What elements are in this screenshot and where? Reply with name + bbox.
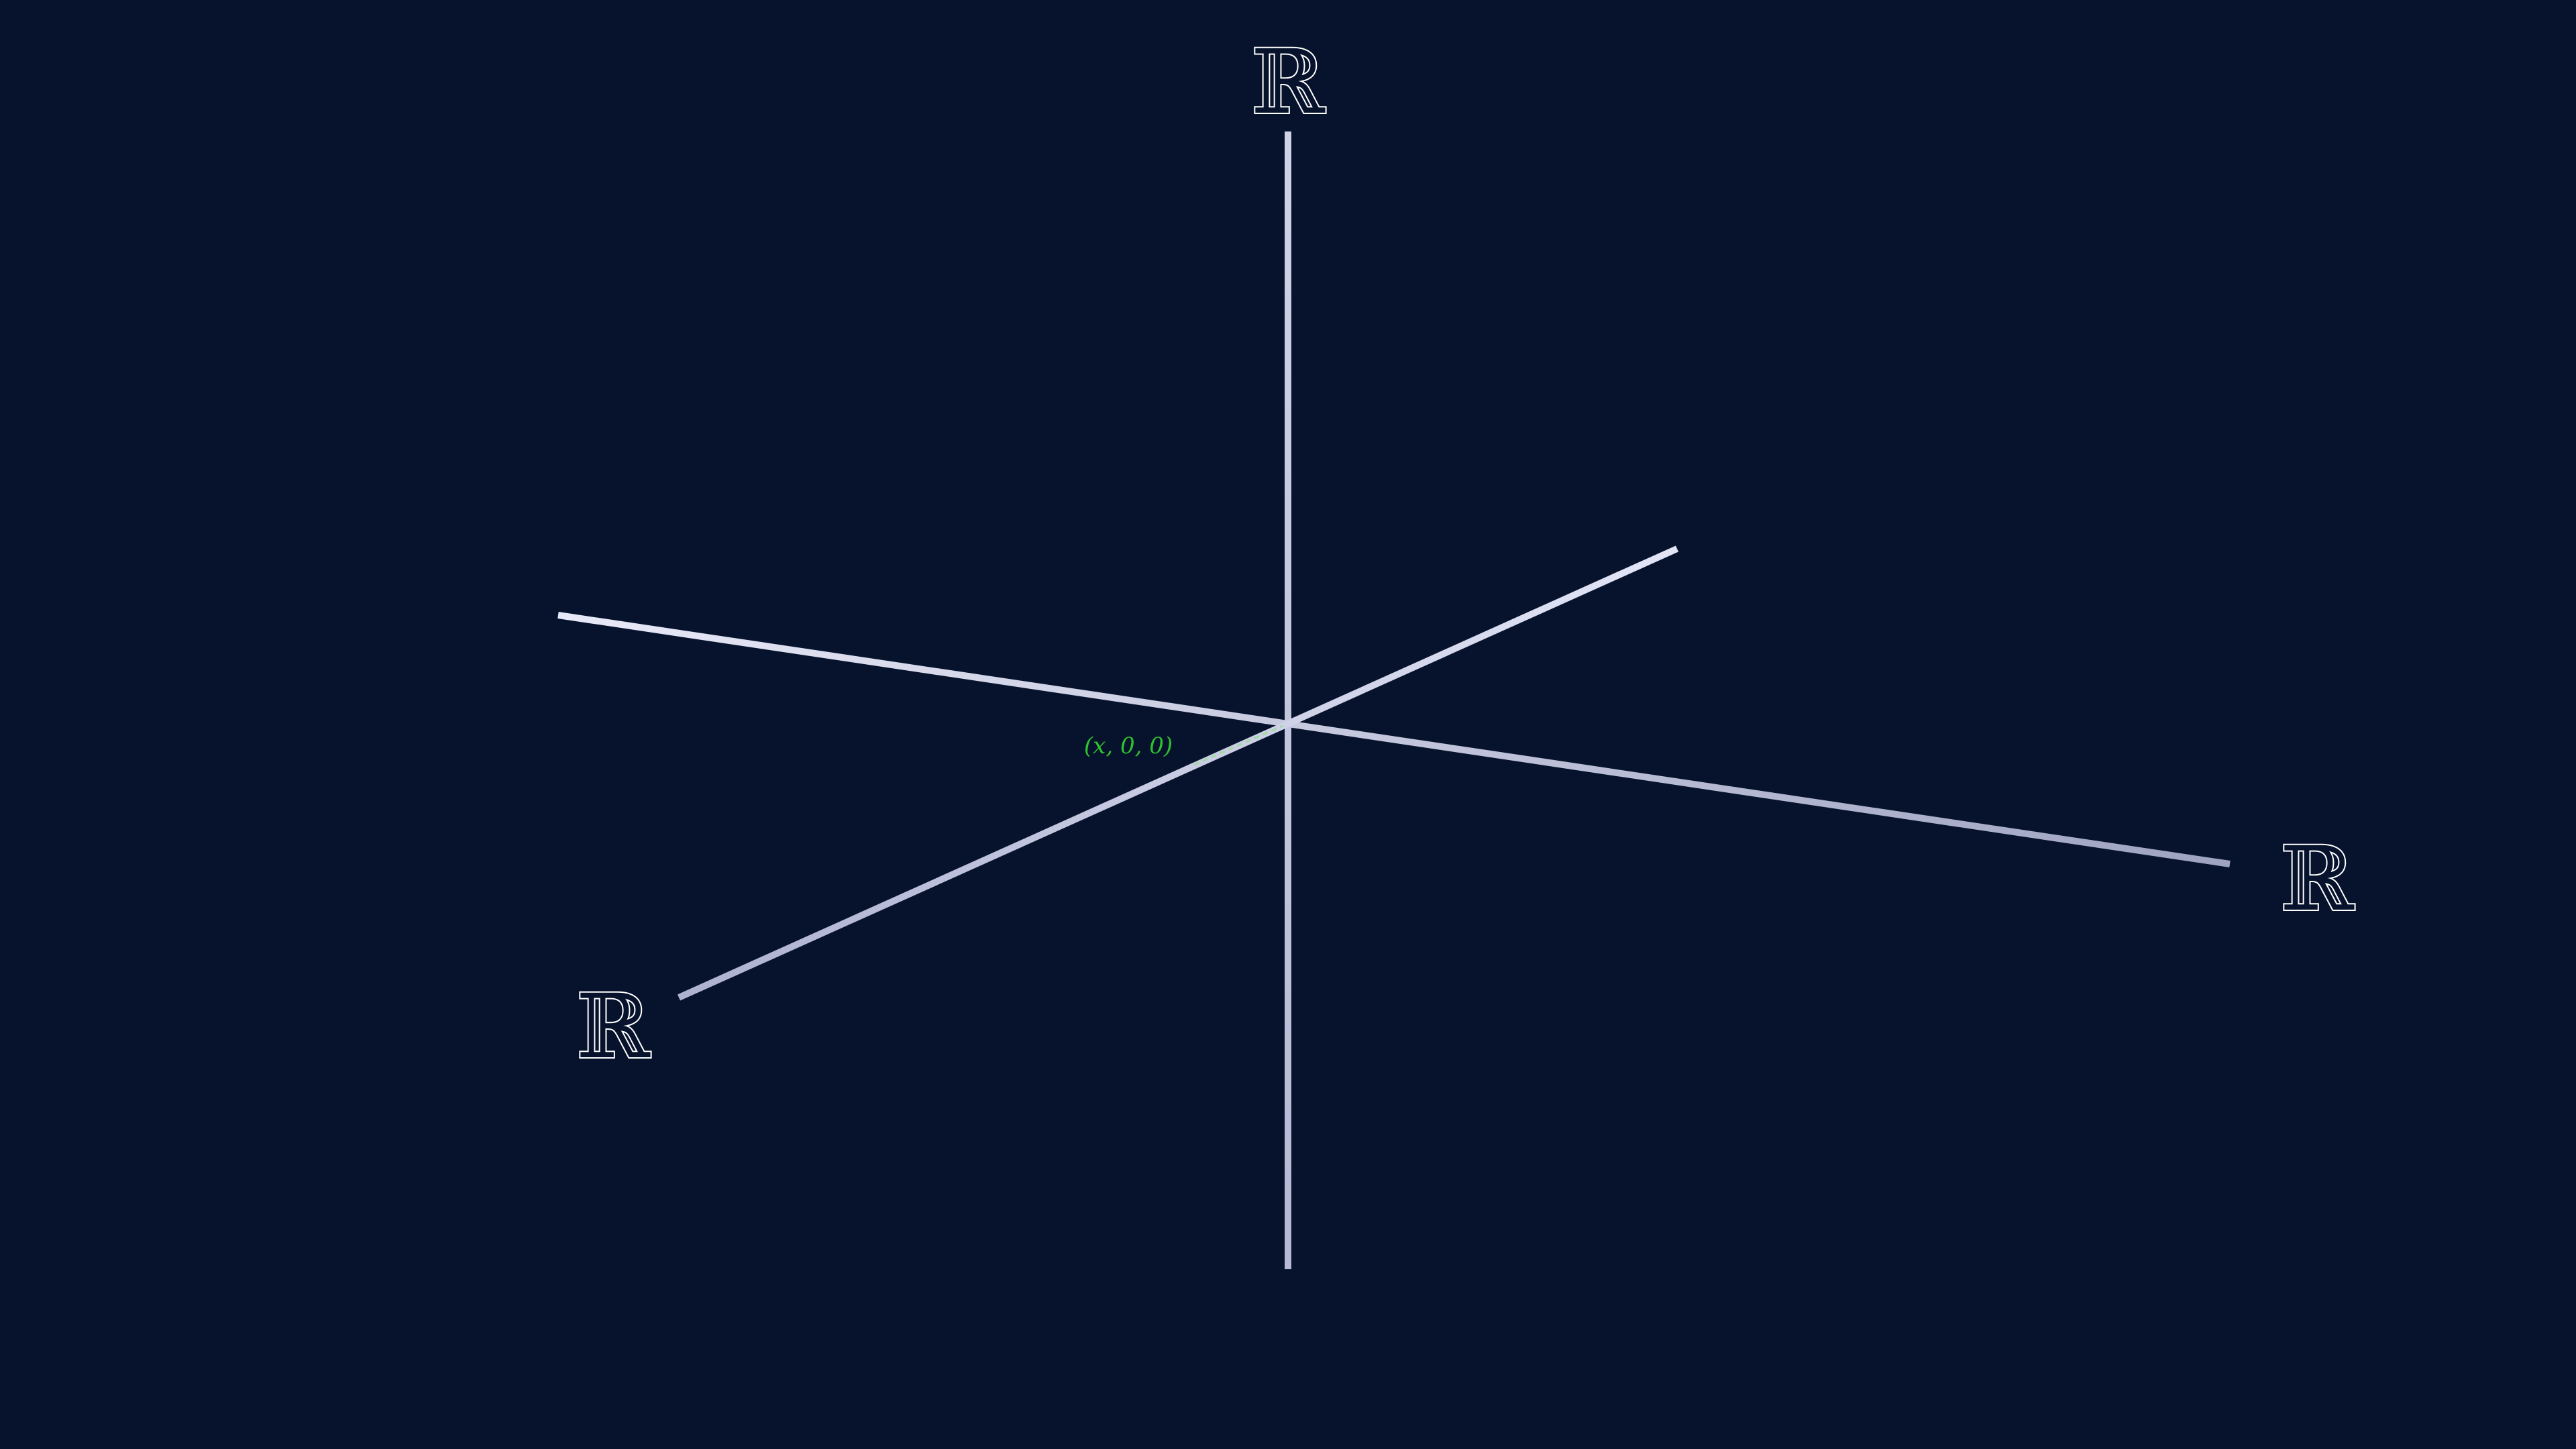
point-dashed-marker (1193, 724, 1283, 766)
horizontal-axis-label: ℝ (2280, 828, 2355, 931)
vertical-axis-label: ℝ (1251, 31, 1326, 134)
horizontal-axis-line (557, 612, 2231, 867)
depth-axis-label: ℝ (576, 975, 651, 1079)
depth-axis-line (677, 545, 1679, 1001)
point-label: (x, 0, 0) (1084, 733, 1173, 759)
